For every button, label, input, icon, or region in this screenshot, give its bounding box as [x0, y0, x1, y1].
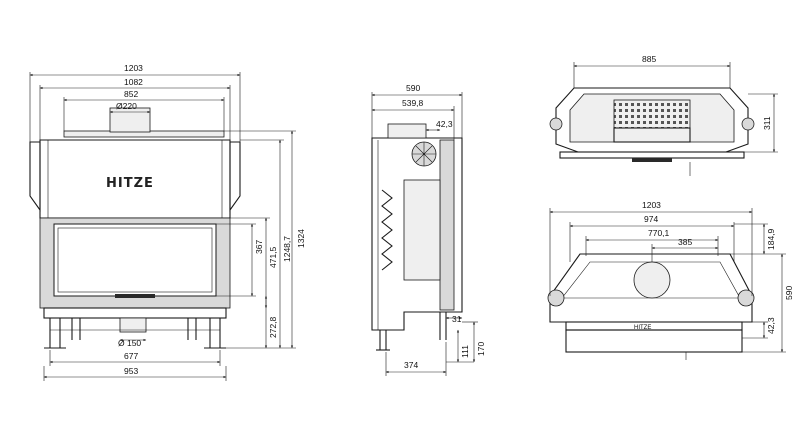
- side-heat-exchanger: [381, 189, 393, 271]
- dim-front-471: 471,5: [268, 246, 278, 268]
- dim-front-852: 852: [124, 89, 138, 99]
- top-right-knob: [741, 117, 755, 131]
- front-view: HITZE 1203 1082 852 Ø220 1324 1248,7: [29, 63, 306, 381]
- dim-top-311: 311: [762, 116, 772, 130]
- front-glass: [53, 223, 217, 297]
- dim-side-590: 590: [406, 83, 420, 93]
- dim-plan-770: 770,1: [648, 228, 670, 238]
- dim-front-air: Ø 150: [118, 338, 141, 348]
- dim-side-42: 42,3: [436, 119, 453, 129]
- plan-view: HITZE 1203 974 770,1 385 590 184,9 42,3: [547, 200, 794, 360]
- dim-front-1248: 1248,7: [282, 236, 292, 262]
- side-door: [439, 139, 455, 311]
- dim-plan-1203: 1203: [642, 200, 661, 210]
- front-right-bracket: [229, 141, 241, 212]
- plan-front-base: [565, 329, 743, 353]
- dim-front-1324: 1324: [296, 229, 306, 248]
- plan-front-frame: [565, 321, 743, 331]
- plan-left-knob: [547, 289, 565, 307]
- dim-front-1203: 1203: [124, 63, 143, 73]
- dim-top-885: 885: [642, 54, 656, 64]
- dim-plan-974: 974: [644, 214, 658, 224]
- side-flue: [387, 123, 427, 139]
- dim-front-677: 677: [124, 351, 138, 361]
- plan-brand-logo: HITZE: [634, 325, 651, 331]
- side-firebox: [403, 179, 441, 281]
- dim-side-170: 170: [476, 342, 486, 356]
- dim-front-flue: Ø220: [116, 101, 137, 111]
- dim-side-111: 111: [460, 345, 470, 358]
- front-air-inlet: [119, 317, 147, 333]
- front-left-bracket: [29, 141, 41, 212]
- plan-right-knob: [737, 289, 755, 307]
- top-grate: [613, 99, 691, 129]
- dim-plan-184: 184,9: [766, 228, 776, 250]
- plan-flue-circle: [633, 261, 671, 299]
- dim-plan-42: 42,3: [766, 317, 776, 334]
- dim-front-367: 367: [254, 240, 264, 254]
- top-view: 885 311: [549, 54, 778, 176]
- dim-plan-590: 590: [784, 286, 794, 300]
- brand-logo: HITZE: [106, 176, 154, 191]
- dim-side-539: 539,8: [402, 98, 424, 108]
- dim-side-374: 374: [404, 360, 418, 370]
- front-flue-collar: [109, 107, 151, 133]
- dim-plan-385: 385: [678, 237, 692, 247]
- top-base: [559, 151, 745, 159]
- dim-side-31: 31: [452, 314, 462, 324]
- top-left-knob: [549, 117, 563, 131]
- side-view: 590 539,8 42,3 31 374 111 170: [371, 83, 486, 376]
- dim-front-953: 953: [124, 366, 138, 376]
- front-door-handle: [115, 294, 155, 298]
- dim-front-272: 272,8: [268, 316, 278, 338]
- front-base-plate: [43, 307, 227, 319]
- dim-front-1082: 1082: [124, 77, 143, 87]
